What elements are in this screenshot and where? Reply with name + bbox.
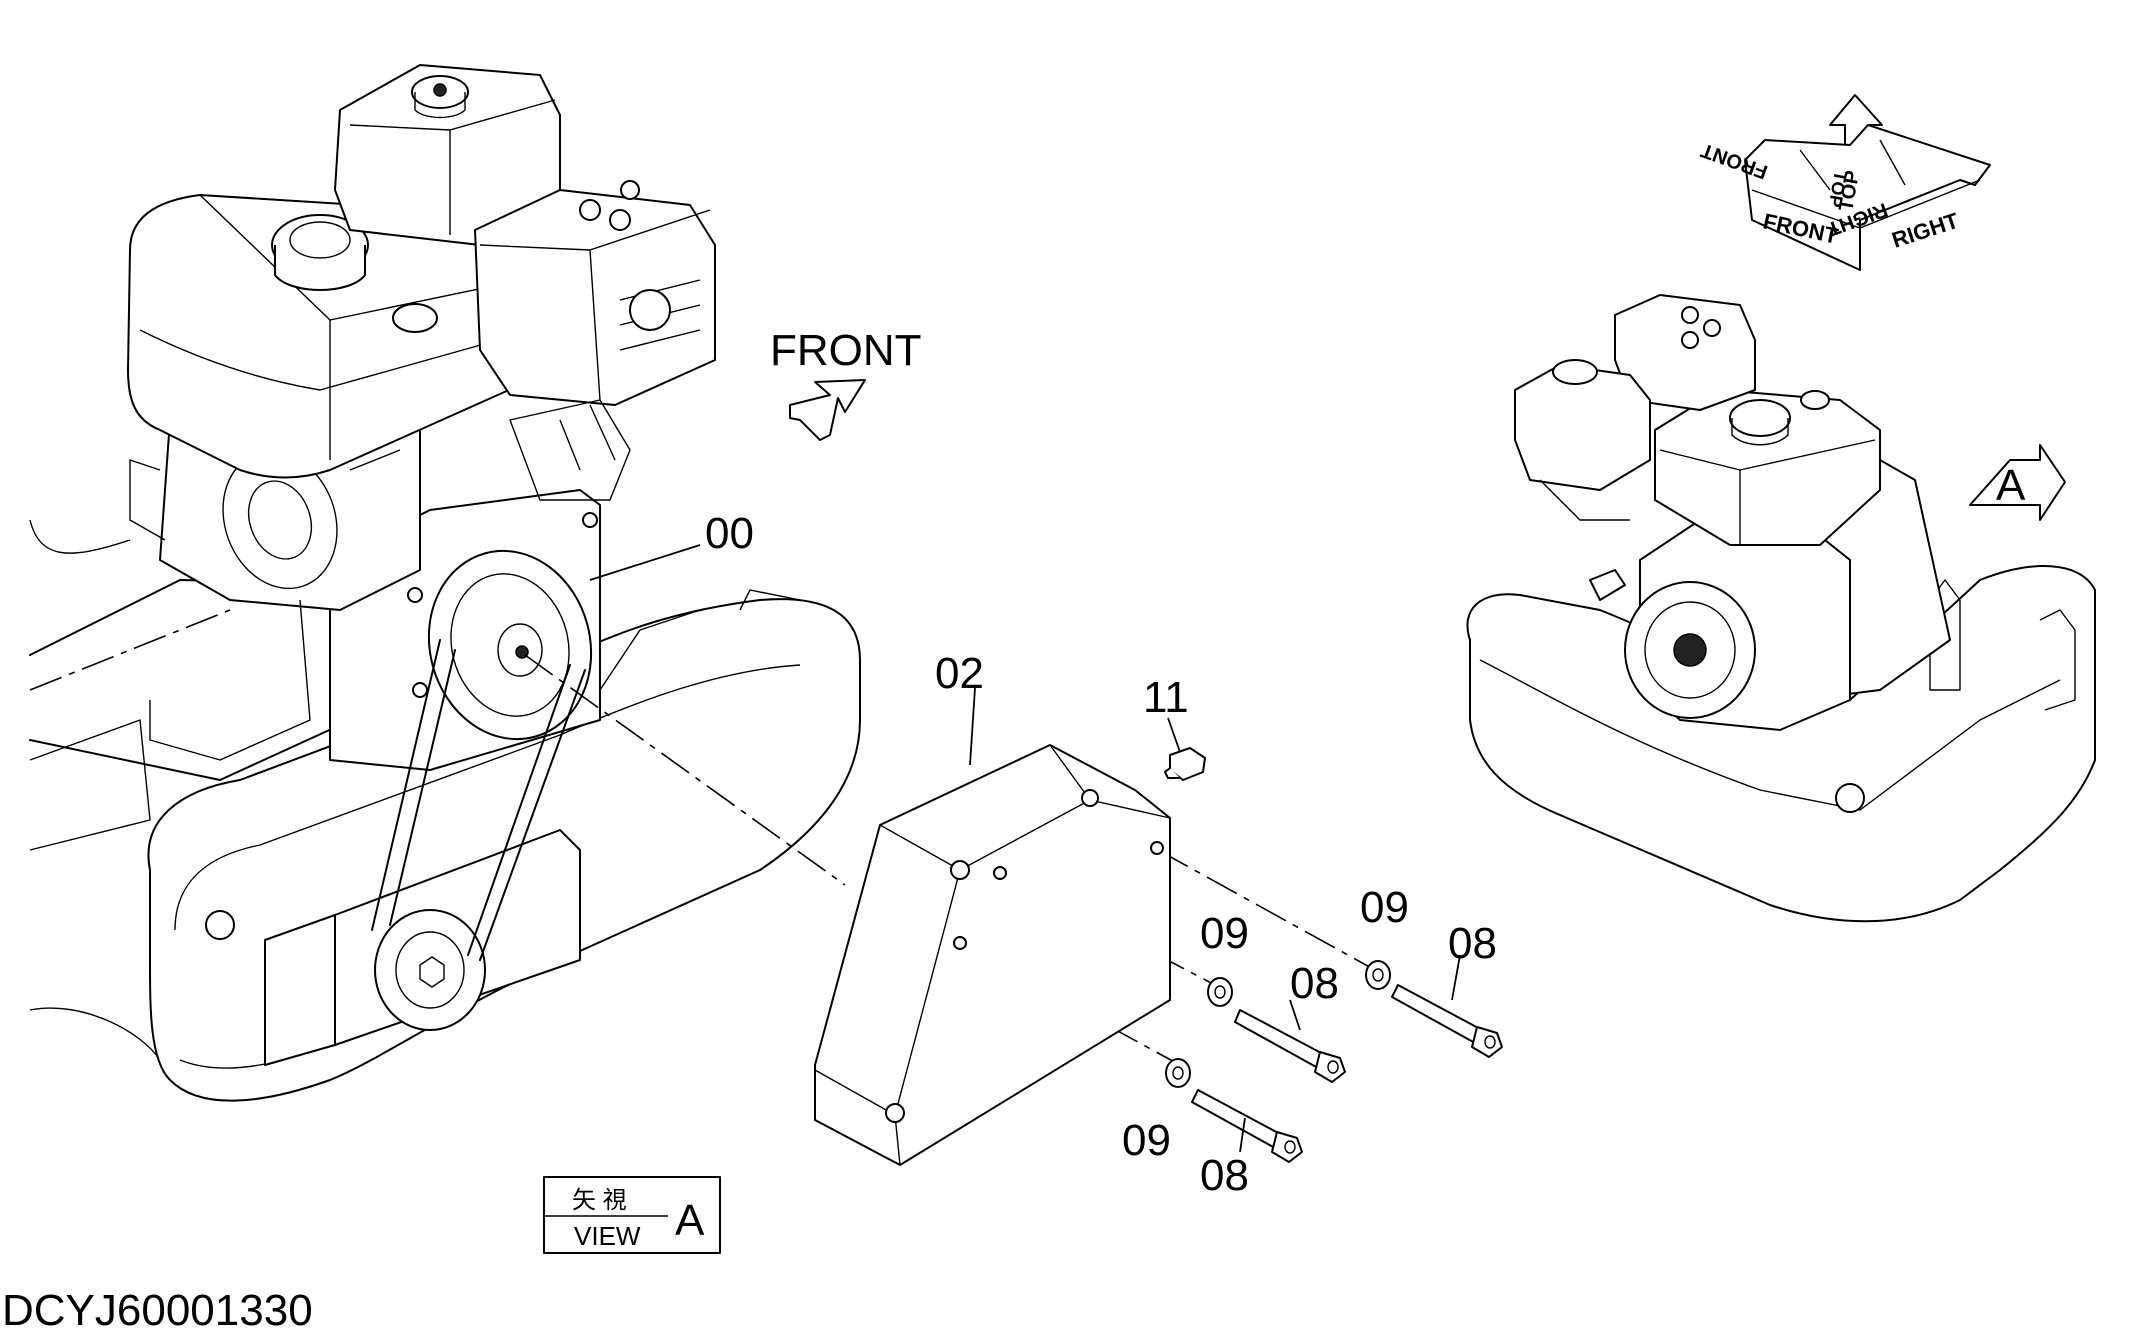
callout-08a-label: 08	[1290, 959, 1339, 1008]
callout-08c-label: 08	[1448, 919, 1497, 968]
callout-11-label: 11	[1143, 673, 1189, 722]
callout-00-label: 00	[705, 509, 754, 558]
view-legend-japanese: 矢 視	[572, 1187, 627, 1214]
front-label: FRONT	[770, 326, 922, 375]
centerline-pulley	[524, 654, 846, 886]
callout-00: 00	[589, 509, 754, 581]
belt-cover-part-02: 02	[814, 649, 1171, 1166]
view-marker-letter: A	[1996, 461, 2026, 510]
drawing-id: DCYJ60001330	[2, 1286, 313, 1335]
engine-assembly-main	[29, 64, 861, 1102]
view-legend: 矢 視 VIEW A	[543, 1176, 721, 1254]
callout-02-label: 02	[935, 649, 984, 698]
centerline-hole-right	[1157, 849, 1376, 971]
front-direction-indicator: FRONT	[770, 326, 922, 441]
view-marker-a: A	[1969, 444, 2066, 521]
callout-08b-label: 08	[1200, 1151, 1249, 1200]
bolts-part-08: 08 08 08	[1191, 919, 1503, 1200]
callout-09a-label: 09	[1200, 909, 1249, 958]
engine-assembly-iso-view	[1466, 294, 2096, 923]
callout-09b-label: 09	[1122, 1116, 1171, 1165]
view-legend-letter: A	[675, 1196, 705, 1245]
cube-face-right: RIGHT	[1889, 208, 1962, 253]
view-legend-english: VIEW	[574, 1221, 641, 1251]
callout-09c-label: 09	[1360, 883, 1409, 932]
part-11-bolt: 11	[1143, 673, 1206, 781]
front-arrow-icon	[789, 379, 866, 441]
view-arrow-icon	[1969, 444, 2066, 521]
washers-part-09: 09 09 09	[1122, 883, 1409, 1165]
orientation-cube: FRONT TOP RIGHT FRONT TOP RIGHT	[1698, 94, 1991, 271]
